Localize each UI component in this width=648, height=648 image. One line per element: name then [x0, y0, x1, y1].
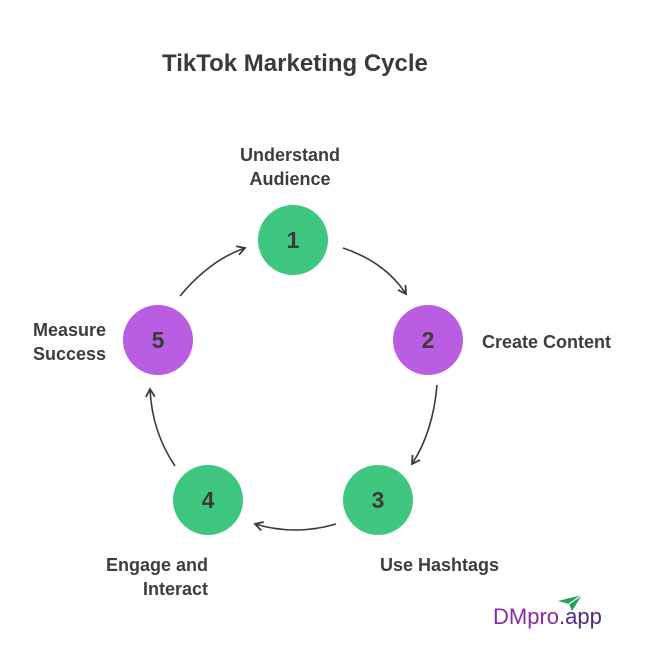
step-2-label: Create Content	[482, 330, 611, 354]
step-3-node: 3	[343, 465, 413, 535]
step-5-label-line-1: Measure	[32, 320, 106, 340]
step-3-label-line-1: Use Hashtags	[380, 555, 500, 575]
step-5-number: 5	[151, 326, 165, 353]
arrow-1-to-2	[342, 247, 407, 296]
arrow-4-to-5	[145, 387, 176, 467]
step-4-number: 4	[201, 486, 215, 513]
step-3-label: Use Hashtags	[380, 553, 499, 577]
arrow-3-to-4	[253, 521, 337, 532]
step-1-label-line-1: Understand	[239, 145, 340, 165]
step-1-label: Understand Audience	[230, 143, 350, 191]
step-4-node: 4	[173, 465, 243, 535]
step-1-number: 1	[286, 226, 300, 253]
step-1-node: 1	[258, 205, 328, 275]
brand-name-part-1: DMpro	[493, 604, 560, 629]
step-2-label-line-1: Create Content	[482, 332, 612, 352]
brand-name-part-2: .app	[559, 604, 602, 629]
diagram-title: TikTok Marketing Cycle	[162, 50, 428, 77]
step-1-label-line-2: Audience	[249, 169, 331, 189]
step-5-node: 5	[123, 305, 193, 375]
step-4-label-line-2: Interact	[142, 579, 208, 599]
arrow-2-to-3	[411, 384, 438, 466]
brand-logo: DMpro.app	[493, 604, 602, 630]
step-2-node: 2	[393, 305, 463, 375]
step-5-label-line-2: Success	[32, 344, 106, 364]
arrow-5-to-1	[179, 245, 247, 297]
step-2-number: 2	[421, 326, 435, 353]
step-4-label-line-1: Engage and	[105, 555, 208, 575]
step-5-label: Measure Success	[16, 318, 106, 366]
step-4-label: Engage and Interact	[90, 553, 208, 601]
step-3-number: 3	[371, 486, 385, 513]
paper-plane-icon	[558, 594, 583, 611]
